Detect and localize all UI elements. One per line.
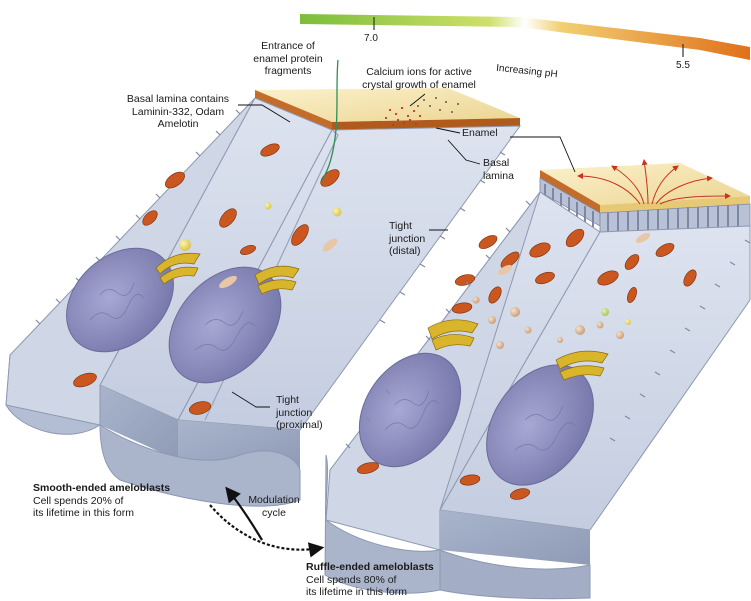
label-calcium: Calcium ions for activecrystal growth of… bbox=[344, 66, 494, 91]
smooth-ended-caption: Smooth-ended ameloblasts Cell spends 20%… bbox=[33, 482, 170, 520]
label-entrance: Entrance ofenamel proteinfragments bbox=[242, 40, 334, 78]
smooth-ended-title: Smooth-ended ameloblasts bbox=[33, 482, 170, 495]
label-basal-lamina: Basallamina bbox=[483, 157, 514, 182]
ph-tick-label-7: 7.0 bbox=[364, 33, 378, 44]
ruffle-ended-title: Ruffle-ended ameloblasts bbox=[306, 561, 434, 574]
label-enamel: Enamel bbox=[462, 127, 498, 140]
ph-tick-label-5-5: 5.5 bbox=[676, 60, 690, 71]
label-basal-lamina-contains: Basal lamina containsLaminin-332, OdamAm… bbox=[120, 93, 236, 131]
label-tight-junction-distal: Tightjunction(distal) bbox=[389, 220, 425, 258]
label-modulation-cycle: Modulationcycle bbox=[238, 494, 310, 519]
ruffle-ended-caption: Ruffle-ended ameloblasts Cell spends 80%… bbox=[306, 561, 434, 599]
label-tight-junction-proximal: Tightjunction(proximal) bbox=[276, 394, 323, 432]
